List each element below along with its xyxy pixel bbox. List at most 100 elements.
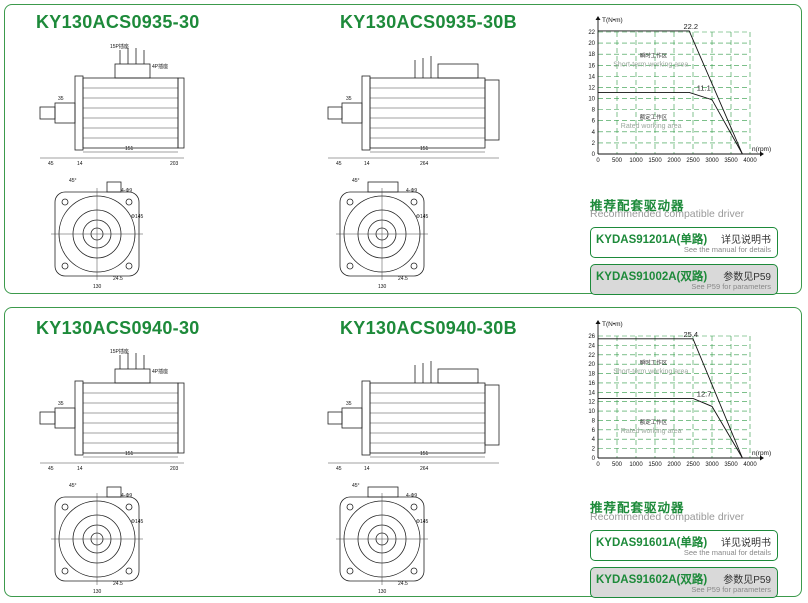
svg-text:130: 130 bbox=[378, 589, 387, 595]
driver-subtitle: Recommended compatible driver bbox=[590, 208, 745, 220]
svg-text:35: 35 bbox=[58, 401, 64, 407]
x-tick-label: 2000 bbox=[667, 462, 681, 468]
svg-text:4-Φ9: 4-Φ9 bbox=[121, 493, 132, 499]
y-tick-label: 6 bbox=[592, 119, 596, 125]
svg-text:45: 45 bbox=[336, 161, 342, 167]
y-tick-label: 26 bbox=[588, 334, 595, 340]
svg-text:15P插座: 15P插座 bbox=[110, 43, 129, 50]
y-tick-label: 10 bbox=[588, 97, 595, 103]
x-tick-label: 500 bbox=[612, 462, 623, 468]
svg-text:264: 264 bbox=[420, 466, 429, 472]
driver-option-dual: KYDAS91002A(双路) 参数见P59 See P59 for param… bbox=[590, 264, 778, 295]
rated-area-label: Rated working area bbox=[621, 428, 682, 435]
series-line bbox=[598, 91, 743, 155]
svg-text:24.5: 24.5 bbox=[113, 581, 123, 587]
svg-text:14: 14 bbox=[364, 466, 370, 472]
y-axis-arrow bbox=[595, 320, 601, 324]
driver-option-dual: KYDAS91602A(双路) 参数见P59 See P59 for param… bbox=[590, 567, 778, 598]
y-tick-label: 10 bbox=[588, 409, 595, 415]
short-term-area-label-cn: 瞬时工作区 bbox=[640, 52, 668, 60]
rated-torque-label: 11.1 bbox=[697, 83, 711, 92]
model-title-b: KY130ACS0935-30B bbox=[340, 12, 517, 32]
front-view-drawing-b: 4-Φ9 Φ145 45° 130 24.5 bbox=[336, 178, 429, 290]
svg-text:45: 45 bbox=[48, 466, 54, 472]
svg-text:24.5: 24.5 bbox=[398, 581, 408, 587]
svg-text:24.5: 24.5 bbox=[113, 276, 123, 282]
x-tick-label: 3000 bbox=[705, 462, 719, 468]
series-line bbox=[598, 397, 743, 459]
y-tick-label: 6 bbox=[592, 428, 596, 434]
svg-text:Φ145: Φ145 bbox=[131, 214, 144, 220]
svg-text:151: 151 bbox=[125, 451, 134, 457]
y-tick-label: 24 bbox=[588, 343, 595, 349]
driver-note-en: See P59 for parameters bbox=[691, 585, 771, 594]
series-line bbox=[598, 338, 743, 459]
rated-area-label-cn: 额定工作区 bbox=[640, 418, 668, 426]
x-tick-label: 2500 bbox=[686, 462, 700, 468]
driver-note: 参数见P59 bbox=[723, 575, 771, 586]
driver-note-en: See the manual for details bbox=[683, 245, 771, 254]
x-tick-label: 4000 bbox=[743, 158, 757, 164]
y-tick-label: 12 bbox=[588, 85, 595, 91]
y-axis-arrow bbox=[595, 16, 601, 20]
svg-text:45: 45 bbox=[48, 161, 54, 167]
x-tick-label: 1500 bbox=[648, 158, 662, 164]
driver-subtitle: Recommended compatible driver bbox=[590, 511, 745, 523]
y-tick-label: 0 bbox=[592, 152, 596, 158]
x-tick-label: 0 bbox=[596, 158, 600, 164]
y-tick-label: 16 bbox=[588, 381, 595, 387]
driver-note-en: See P59 for parameters bbox=[691, 282, 771, 291]
short-term-area-label-cn: 瞬时工作区 bbox=[640, 359, 668, 367]
x-tick-label: 3500 bbox=[724, 158, 738, 164]
front-view-drawing-b: 4-Φ9 Φ145 45° 130 24.5 bbox=[336, 483, 429, 595]
y-tick-label: 20 bbox=[588, 41, 595, 47]
y-tick-label: 4 bbox=[592, 437, 596, 443]
model-title-a: KY130ACS0935-30 bbox=[36, 12, 200, 32]
series-line bbox=[598, 30, 743, 155]
y-tick-label: 14 bbox=[588, 74, 595, 80]
driver-note-en: See the manual for details bbox=[683, 548, 771, 557]
svg-text:130: 130 bbox=[93, 589, 102, 595]
y-axis-label: T(N•m) bbox=[602, 17, 623, 24]
driver-name: KYDAS91201A(单路) bbox=[596, 234, 708, 246]
svg-text:130: 130 bbox=[378, 284, 387, 290]
side-view-drawing-a: 203 151 45 14 35 15P插座 4P插座 bbox=[39, 348, 185, 472]
y-tick-label: 18 bbox=[588, 52, 595, 58]
front-view-drawing-a: 4-Φ9 Φ145 45° 130 24.5 bbox=[51, 178, 144, 290]
rated-torque-label: 12.7 bbox=[697, 389, 712, 398]
short-term-area-label: Short-term working area bbox=[613, 62, 688, 69]
svg-text:264: 264 bbox=[420, 161, 429, 167]
x-tick-label: 1500 bbox=[648, 462, 662, 468]
svg-text:35: 35 bbox=[58, 96, 64, 102]
x-tick-label: 3500 bbox=[724, 462, 738, 468]
front-view-drawing-a: 4-Φ9 Φ145 45° 130 24.5 bbox=[51, 483, 144, 595]
svg-text:35: 35 bbox=[346, 401, 352, 407]
y-tick-label: 22 bbox=[588, 30, 595, 36]
y-tick-label: 2 bbox=[592, 447, 596, 453]
driver-name: KYDAS91002A(双路) bbox=[596, 271, 708, 283]
x-axis-arrow bbox=[760, 455, 764, 461]
svg-text:4-Φ9: 4-Φ9 bbox=[406, 188, 417, 194]
driver-note: 详见说明书 bbox=[721, 538, 771, 549]
y-tick-label: 4 bbox=[592, 130, 596, 136]
driver-note: 参数见P59 bbox=[723, 272, 771, 283]
svg-text:151: 151 bbox=[420, 451, 429, 457]
rated-area-label: Rated working area bbox=[621, 123, 682, 130]
driver-name: KYDAS91601A(单路) bbox=[596, 537, 708, 549]
x-tick-label: 1000 bbox=[629, 462, 643, 468]
driver-title: 推荐配套驱动器 bbox=[590, 501, 685, 515]
x-tick-label: 2500 bbox=[686, 158, 700, 164]
x-tick-label: 4000 bbox=[743, 462, 757, 468]
x-tick-label: 3000 bbox=[705, 158, 719, 164]
svg-text:35: 35 bbox=[346, 96, 352, 102]
svg-text:151: 151 bbox=[420, 146, 429, 152]
y-tick-label: 16 bbox=[588, 63, 595, 69]
y-tick-label: 14 bbox=[588, 390, 595, 396]
svg-text:24.5: 24.5 bbox=[398, 276, 408, 282]
driver-option-single: KYDAS91201A(单路) 详见说明书 See the manual for… bbox=[590, 227, 778, 258]
model-title-a: KY130ACS0940-30 bbox=[36, 318, 200, 338]
svg-text:Φ145: Φ145 bbox=[416, 519, 429, 525]
y-tick-label: 22 bbox=[588, 353, 595, 359]
y-tick-label: 20 bbox=[588, 362, 595, 368]
x-axis-label: n(rpm) bbox=[752, 146, 771, 153]
